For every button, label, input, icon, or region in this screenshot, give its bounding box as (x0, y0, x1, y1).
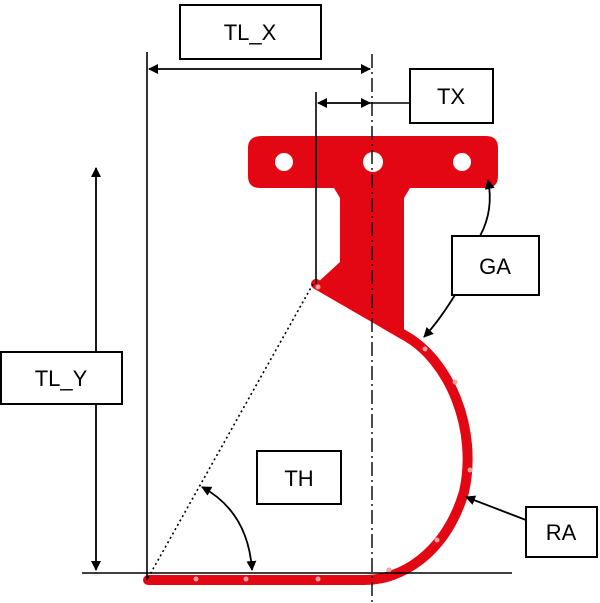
ra-leader-arrow (465, 495, 527, 521)
tool-shank (248, 136, 498, 335)
label-ga: GA (451, 235, 540, 296)
th-angle-arc (201, 486, 257, 571)
label-ra: RA (525, 506, 598, 558)
blade-edge (143, 279, 473, 585)
mount-hole-center (363, 152, 383, 172)
label-th: TH (256, 450, 342, 505)
label-ga-text: GA (479, 254, 511, 279)
label-tl-y-text: TL_Y (35, 366, 88, 391)
mount-hole-right (453, 153, 471, 171)
tool-body (143, 136, 498, 585)
label-ra-text: RA (546, 520, 577, 545)
blade-dots (193, 284, 473, 582)
ga-arrow-upper (479, 179, 495, 237)
label-tx-text: TX (437, 84, 465, 109)
label-tx: TX (409, 68, 494, 124)
ga-arrow-lower (423, 289, 459, 338)
mount-hole-left (275, 153, 293, 171)
label-th-text: TH (284, 466, 313, 491)
label-tl-x: TL_X (179, 4, 322, 60)
label-tl-x-text: TL_X (224, 20, 277, 45)
label-tl-y: TL_Y (0, 351, 123, 405)
blade-angle-dotted-line (147, 283, 314, 579)
